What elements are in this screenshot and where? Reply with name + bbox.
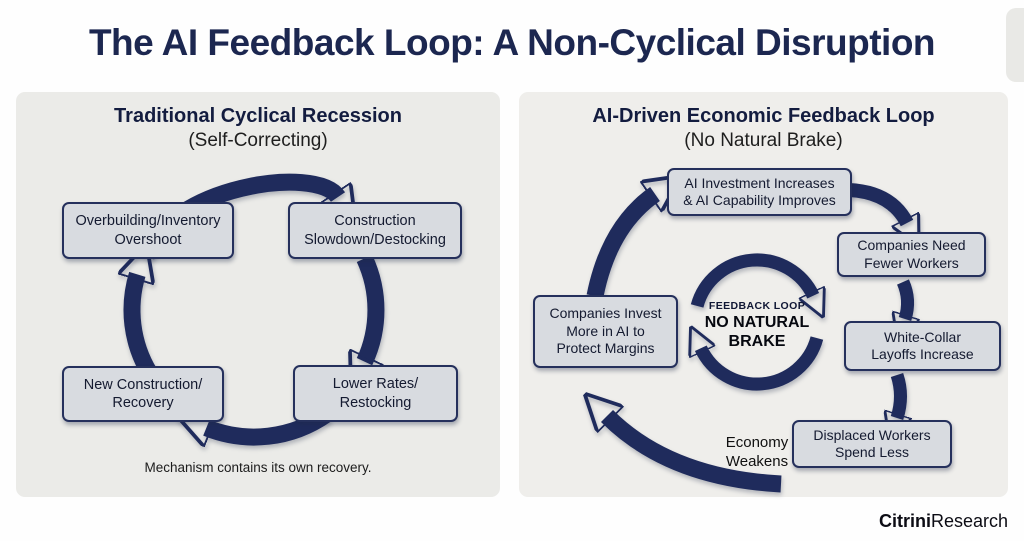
node-new-construction-recovery: New Construction/ Recovery xyxy=(62,366,224,422)
panel-traditional-recession: Traditional Cyclical Recession (Self-Cor… xyxy=(16,92,500,497)
decorative-corner xyxy=(1006,8,1024,82)
brand-footer: CitriniResearch xyxy=(879,511,1008,532)
right-panel-title: AI-Driven Economic Feedback Loop xyxy=(592,105,935,127)
inner-loop-arrow-bottom-icon xyxy=(701,338,824,391)
arrow-investment-to-fewer-workers-icon xyxy=(848,183,907,223)
node-lower-rates-restocking: Lower Rates/ Restocking xyxy=(293,365,458,422)
node-white-collar-layoffs-increase: White-Collar Layoffs Increase xyxy=(844,321,1001,371)
node-displaced-workers-spend-less: Displaced Workers Spend Less xyxy=(792,420,952,468)
node-companies-need-fewer-workers: Companies Need Fewer Workers xyxy=(837,232,986,277)
loop-center-label: FEEDBACK LOOP NO NATURAL BRAKE xyxy=(685,300,829,352)
loop-arrows-right xyxy=(519,92,1008,493)
inner-loop-arrow-top-icon xyxy=(690,253,813,306)
brand-citrini: Citrini xyxy=(878,511,931,531)
node-companies-invest-more-in-ai: Companies Invest More in AI to Protect M… xyxy=(533,295,678,368)
feedback-loop-label: FEEDBACK LOOP xyxy=(708,300,806,312)
node-overbuilding-inventory-overshoot: Overbuilding/Inventory Overshoot xyxy=(62,202,234,259)
cycle-arrow-right-icon xyxy=(365,254,385,361)
left-panel-subtitle: (Self-Correcting) xyxy=(188,130,328,151)
panel-ai-feedback-loop: AI-Driven Economic Feedback Loop (No Nat… xyxy=(519,92,1008,497)
arrow-fewer-workers-to-layoffs-icon xyxy=(903,279,908,319)
node-ai-investment-increases: AI Investment Increases & AI Capability … xyxy=(667,168,852,216)
left-panel-title: Traditional Cyclical Recession xyxy=(114,105,402,127)
page-title: The AI Feedback Loop: A Non-Cyclical Dis… xyxy=(88,22,936,63)
economy-weakens-label: Economy Weakens xyxy=(725,434,789,470)
brand-research: Research xyxy=(930,511,1008,531)
cycle-arrows-left xyxy=(16,173,385,497)
cycle-arrow-left-icon xyxy=(132,274,157,378)
left-panel-caption: Mechanism contains its own recovery. xyxy=(144,460,372,475)
node-construction-slowdown-destocking: Construction Slowdown/Destocking xyxy=(288,202,462,259)
right-panel-subtitle: (No Natural Brake) xyxy=(684,130,843,151)
arrow-layoffs-to-displaced-icon xyxy=(897,372,901,418)
arrow-economy-to-invest-icon xyxy=(607,416,782,493)
arrow-invest-to-investment-icon xyxy=(586,194,655,298)
no-natural-brake-label: NO NATURAL BRAKE xyxy=(704,314,810,350)
